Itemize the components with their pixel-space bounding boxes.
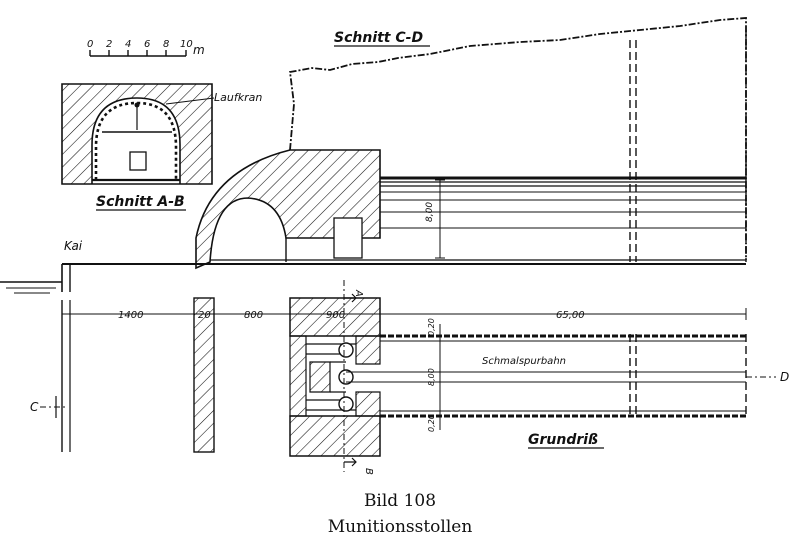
scale-tick-10: 10 bbox=[180, 39, 193, 50]
scale-unit: m bbox=[193, 43, 205, 57]
plan-view: 1400 20 800 900 65,00 Schmalspurbahn bbox=[30, 280, 789, 475]
marker-a: A bbox=[353, 289, 364, 297]
vdim-mid: 8,00 bbox=[427, 368, 436, 386]
scale-bar: 0 2 4 6 8 10 m bbox=[87, 39, 205, 57]
crane-label: Laufkran bbox=[214, 91, 262, 104]
section-cd-height-dim: 8,00 bbox=[425, 202, 435, 222]
figure-title: Munitionsstollen bbox=[328, 517, 473, 537]
section-cd: Schnitt C-D 8,00 Kai bbox=[0, 17, 747, 294]
dim-1400: 1400 bbox=[118, 310, 143, 321]
section-ab: Laufkran Schnitt A-B bbox=[61, 83, 262, 211]
track-label: Schmalspurbahn bbox=[482, 356, 566, 367]
dim-6500: 65,00 bbox=[556, 310, 585, 321]
marker-b: B bbox=[363, 468, 374, 475]
scale-tick-8: 8 bbox=[163, 39, 169, 50]
marker-c: C bbox=[30, 400, 39, 414]
vdim-bottom: 0,20 bbox=[427, 414, 436, 432]
scale-tick-2: 2 bbox=[106, 39, 112, 50]
scale-tick-0: 0 bbox=[87, 39, 93, 50]
scale-tick-6: 6 bbox=[144, 39, 150, 50]
scale-tick-4: 4 bbox=[125, 39, 131, 50]
dim-800: 800 bbox=[244, 310, 263, 321]
section-cd-title: Schnitt C-D bbox=[334, 30, 423, 46]
plan-title: Grundriß bbox=[528, 432, 598, 448]
marker-d: D bbox=[780, 370, 789, 384]
section-ab-title: Schnitt A-B bbox=[96, 194, 185, 210]
figure-number: Bild 108 bbox=[364, 491, 436, 511]
vdim-top: 0,20 bbox=[427, 318, 436, 336]
quay-label: Kai bbox=[64, 239, 83, 253]
